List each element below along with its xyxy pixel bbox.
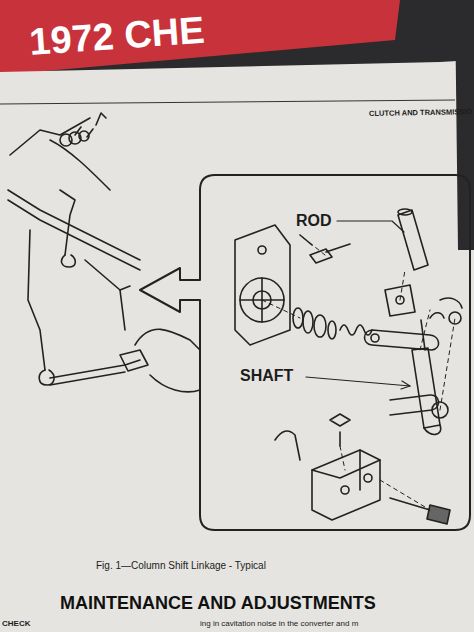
book-cover bbox=[0, 0, 400, 75]
section-heading: MAINTENANCE AND ADJUSTMENTS bbox=[60, 594, 376, 614]
part-name: SHAFT bbox=[240, 367, 293, 385]
body-text: ing in cavitation noise in the converter… bbox=[200, 620, 358, 629]
part-name: ROD bbox=[296, 212, 332, 230]
body-text: CHECK bbox=[2, 620, 30, 629]
figure-caption: Fig. 1—Column Shift Linkage - Typical bbox=[96, 560, 266, 571]
background bbox=[455, 0, 474, 250]
header-rule bbox=[0, 100, 455, 104]
manual-page bbox=[0, 60, 474, 632]
linkage-drawing bbox=[8, 113, 470, 530]
